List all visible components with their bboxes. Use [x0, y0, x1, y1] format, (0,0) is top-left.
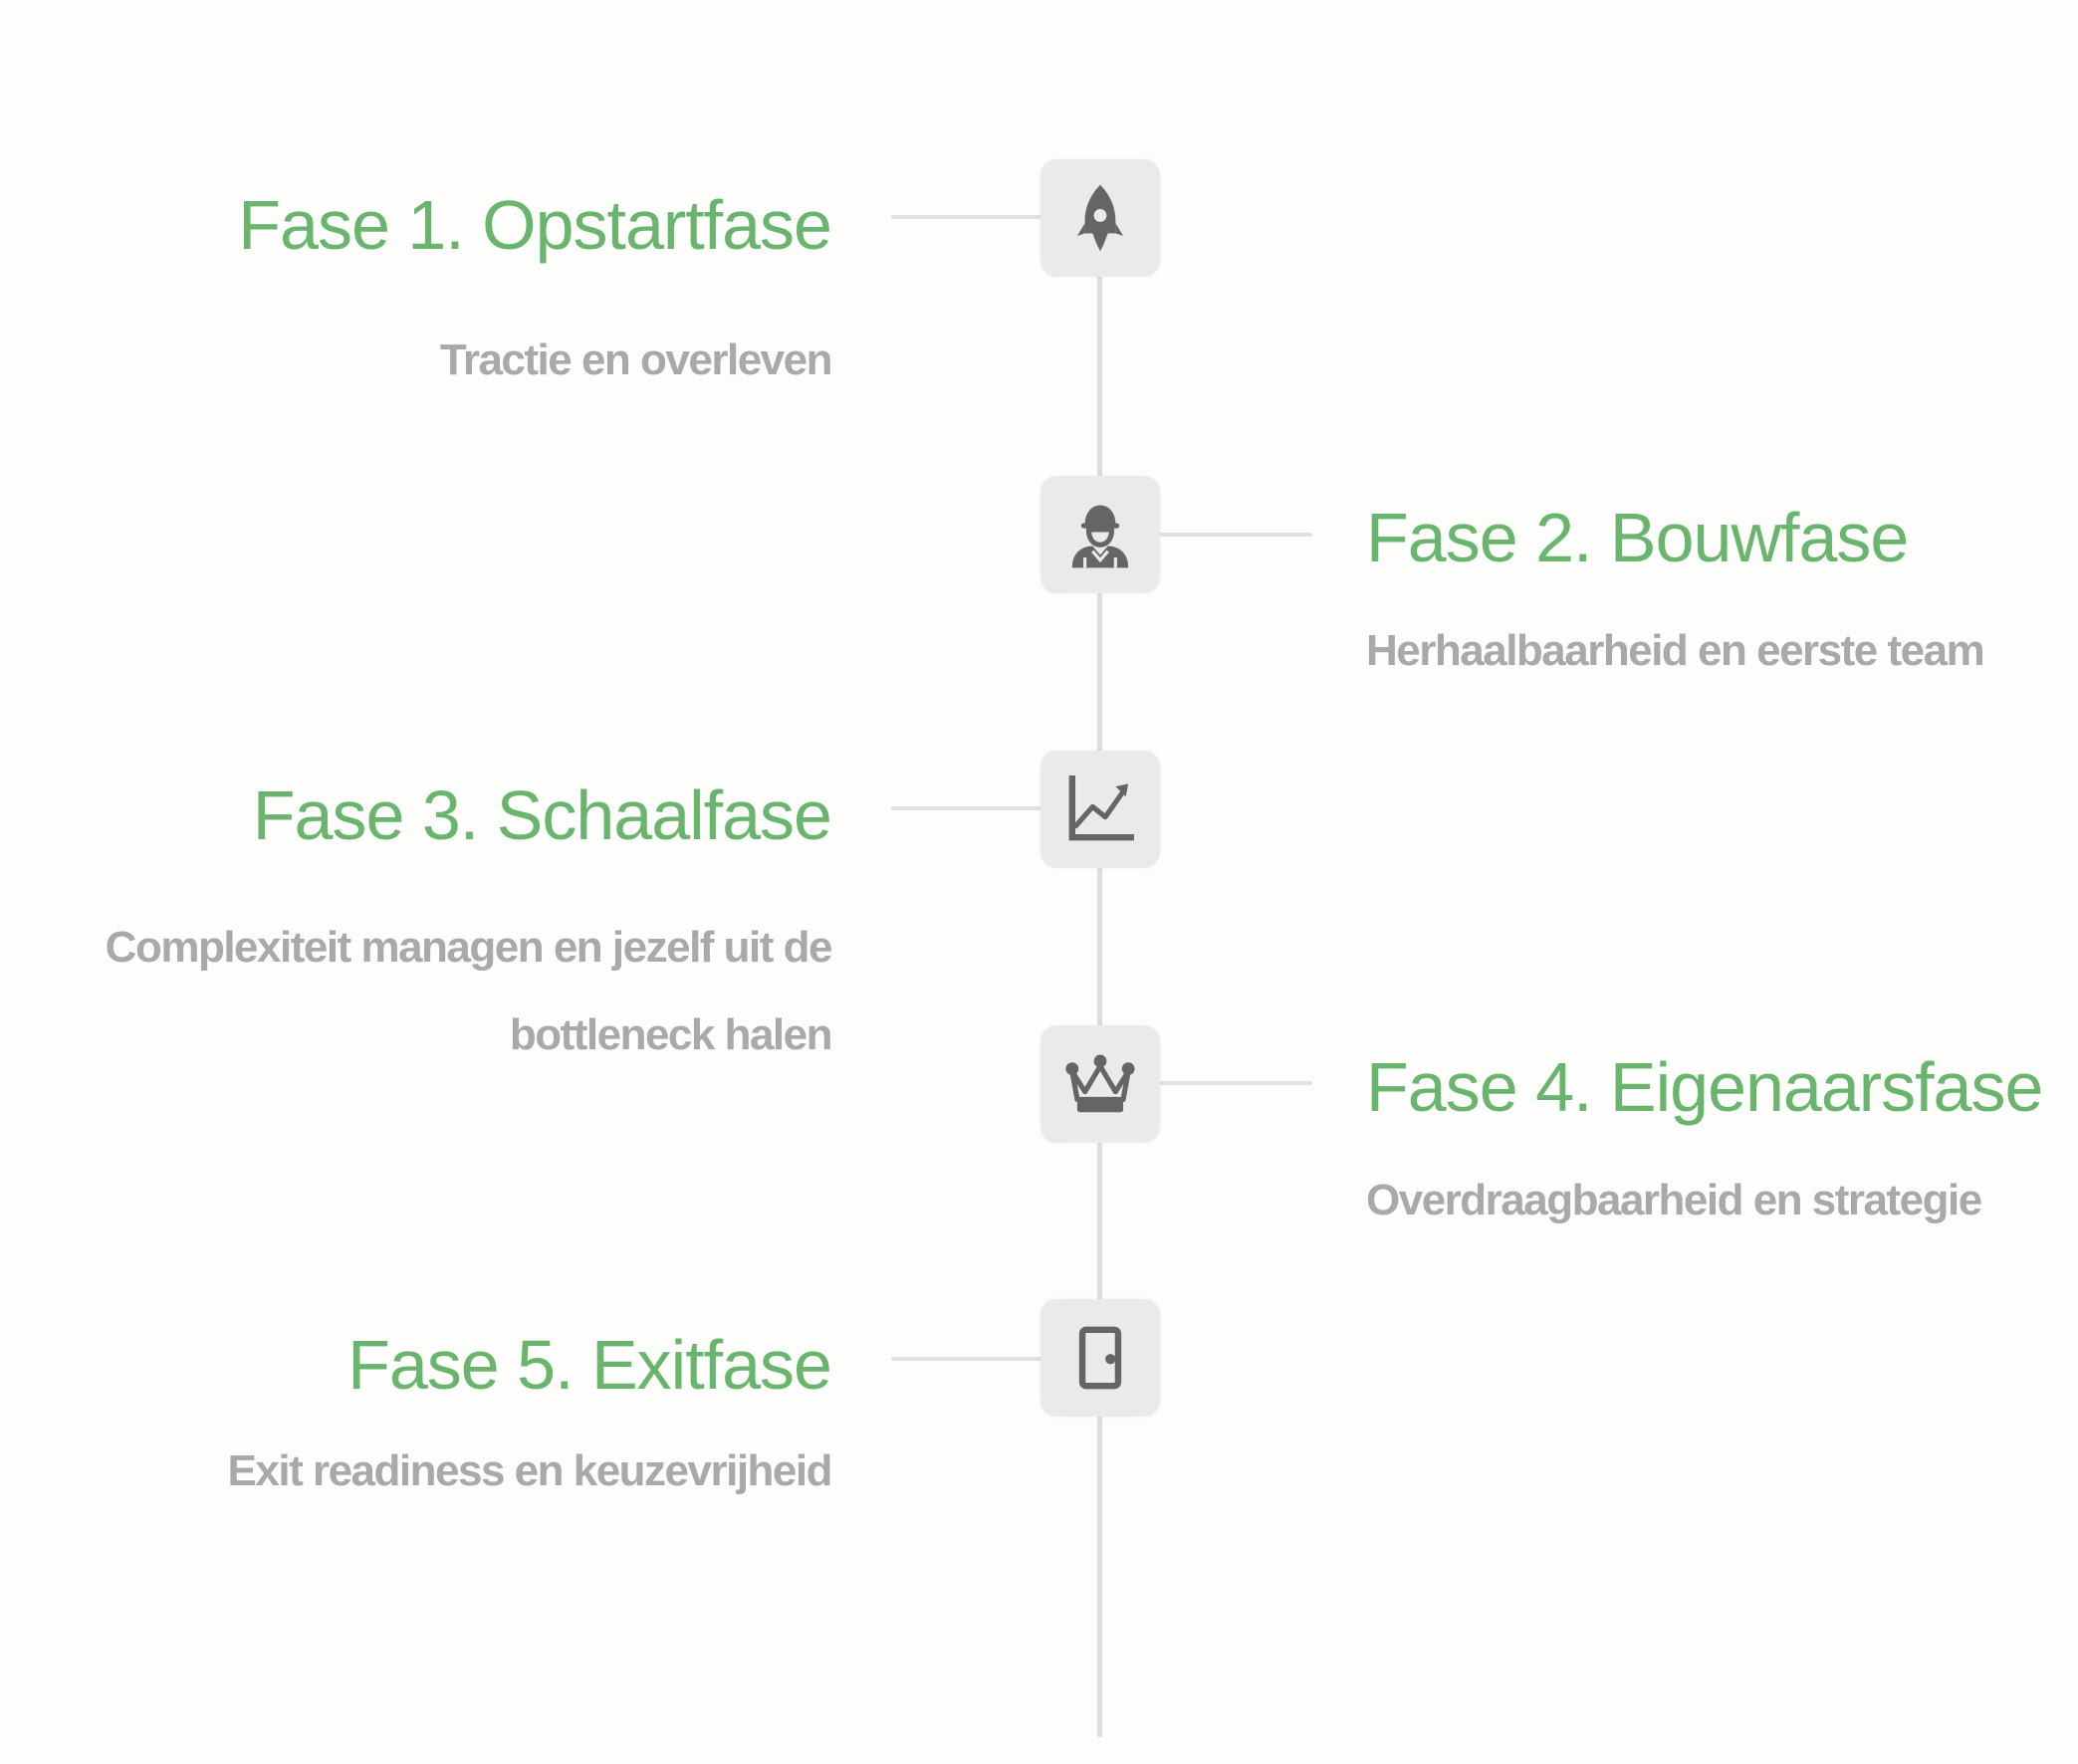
connector-phase-4: [1158, 1081, 1312, 1085]
door-icon: [1078, 1326, 1122, 1390]
worker-icon: [1071, 505, 1129, 568]
phase-4-subtitle: Overdraagbaarheid en strategie: [1366, 1176, 1982, 1224]
icon-box-phase-2: [1040, 476, 1160, 593]
phase-2-subtitle: Herhaalbaarheid en eerste team: [1366, 626, 1985, 675]
icon-box-phase-1: [1040, 159, 1160, 277]
phase-3-subtitle-line-2: bottleneck halen: [509, 1010, 833, 1059]
phase-2-title: Fase 2. Bouwfase: [1366, 499, 1909, 576]
connector-phase-5: [891, 1357, 1042, 1361]
icon-box-phase-4: [1040, 1025, 1160, 1143]
phase-1-subtitle: Tractie en overleven: [439, 335, 833, 384]
phase-3-subtitle: Complexiteit managen en jezelf uit de bo…: [105, 904, 833, 1079]
phase-4-title: Fase 4. Eigenaarsfase: [1366, 1048, 2043, 1126]
connector-phase-1: [891, 215, 1042, 219]
phase-1-title: Fase 1. Opstartfase: [238, 186, 832, 264]
connector-phase-3: [891, 806, 1042, 810]
phase-3-subtitle-line-1: Complexiteit managen en jezelf uit de: [105, 923, 833, 972]
connector-phase-2: [1158, 533, 1312, 537]
phase-5-subtitle: Exit readiness en keuzevrijheid: [227, 1446, 833, 1495]
crown-icon: [1065, 1054, 1135, 1113]
phase-5-title: Fase 5. Exitfase: [347, 1326, 832, 1404]
phase-3-title: Fase 3. Schaalfase: [252, 776, 832, 854]
timeline-spine: [1097, 259, 1102, 1737]
icon-box-phase-5: [1040, 1299, 1160, 1417]
rocket-icon: [1076, 184, 1124, 252]
growth-chart-icon: [1068, 775, 1134, 841]
icon-box-phase-3: [1040, 751, 1160, 868]
